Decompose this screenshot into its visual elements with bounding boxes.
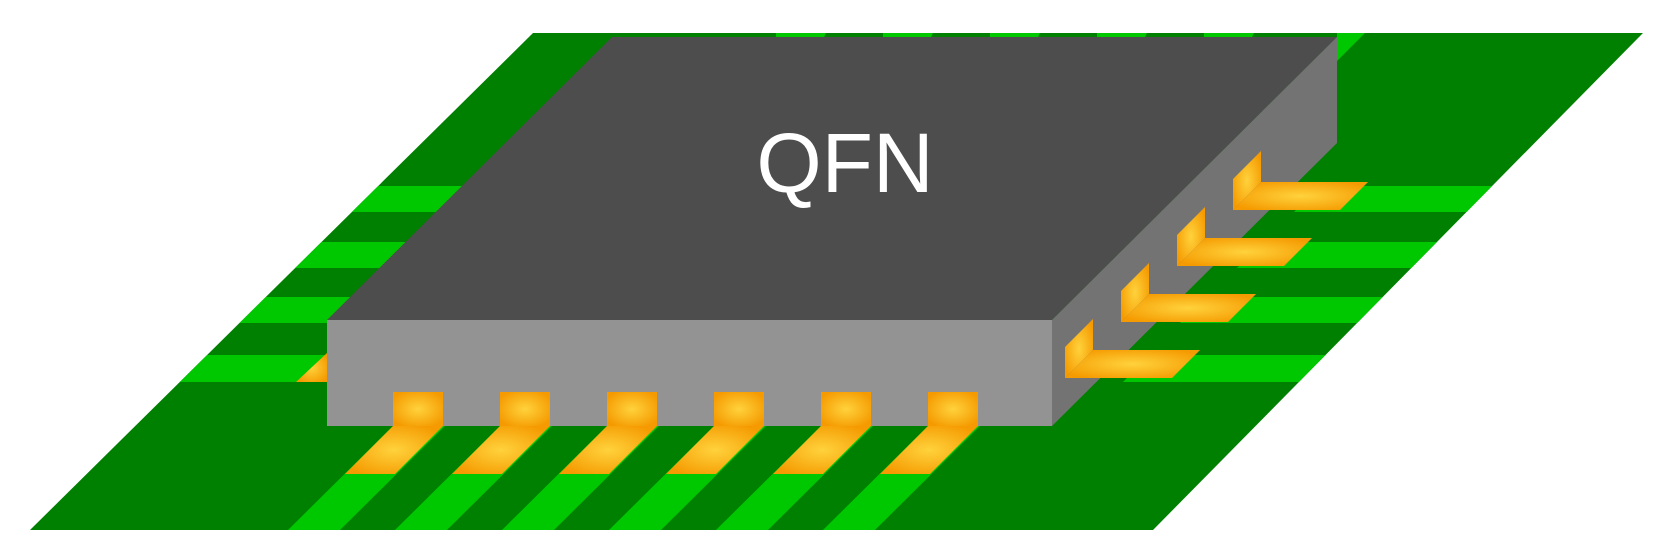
front-pad-vertical-1 [393,392,443,426]
chip-top-face [327,37,1337,320]
front-pad-vertical-4 [714,392,764,426]
chip-label: QFN [756,116,933,210]
right-pad-vertical-4 [1065,319,1093,378]
front-pad-foot-6 [880,426,978,474]
front-pad-vertical-6 [928,392,978,426]
front-pad-foot-5 [773,426,871,474]
front-pad-vertical-2 [500,392,550,426]
left-side-pad [296,353,327,382]
chip-pads [345,151,1368,474]
right-pad-foot-4 [1065,350,1200,378]
front-pad-foot-2 [452,426,550,474]
right-pad-foot-2 [1177,238,1312,266]
right-pad-foot-1 [1233,182,1368,210]
right-pad-vertical-3 [1121,263,1149,322]
front-pad-foot-4 [666,426,764,474]
top-trace-3 [990,33,1040,37]
top-right-trace [1337,33,1365,61]
top-trace-2 [883,33,933,37]
top-trace-4 [1097,33,1147,37]
front-pad-vertical-5 [821,392,871,426]
right-pad-vertical-1 [1233,151,1261,210]
qfn-chip-body: QFN [327,37,1337,426]
left-trace-1 [351,186,470,212]
front-pad-foot-3 [559,426,657,474]
top-trace-1 [776,33,826,37]
front-pad-vertical-3 [607,392,657,426]
top-trace-5 [1204,33,1254,37]
right-pad-vertical-2 [1177,207,1205,266]
right-pad-foot-3 [1121,294,1256,322]
front-pad-foot-1 [345,426,443,474]
